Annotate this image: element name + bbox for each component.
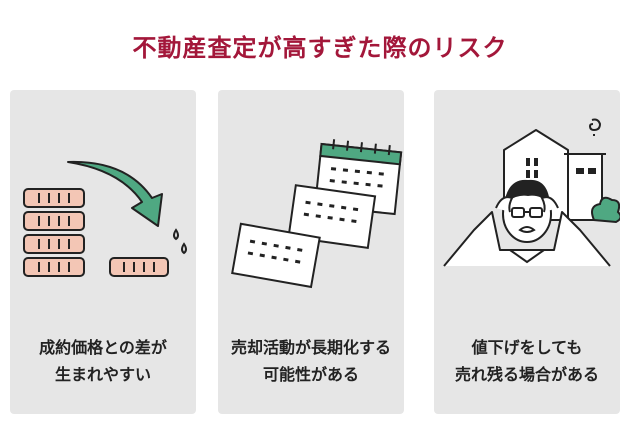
caption-line: 売れ残る場合がある <box>454 365 599 384</box>
card-long-sale: 売却活動が長期化する 可能性がある <box>218 90 404 414</box>
caption-line: 売却活動が長期化する <box>230 338 391 357</box>
coins-arrow-icon <box>23 160 187 277</box>
card-caption: 売却活動が長期化する 可能性がある <box>218 334 404 388</box>
page-title: 不動産査定が高すぎた際のリスク <box>132 34 508 62</box>
card-caption: 値下げをしても 売れ残る場合がある <box>434 334 620 388</box>
card-price-gap: 成約価格との差が 生まれやすい <box>10 90 196 414</box>
worried-man-house-icon <box>443 118 620 267</box>
caption-line: 可能性がある <box>262 365 359 384</box>
caption-line: 成約価格との差が <box>39 338 167 357</box>
calendar-stack-icon <box>231 139 403 289</box>
caption-line: 値下げをしても <box>471 338 583 357</box>
caption-line: 生まれやすい <box>54 365 151 384</box>
card-unsold: 値下げをしても 売れ残る場合がある <box>434 90 620 414</box>
card-caption: 成約価格との差が 生まれやすい <box>10 334 196 388</box>
